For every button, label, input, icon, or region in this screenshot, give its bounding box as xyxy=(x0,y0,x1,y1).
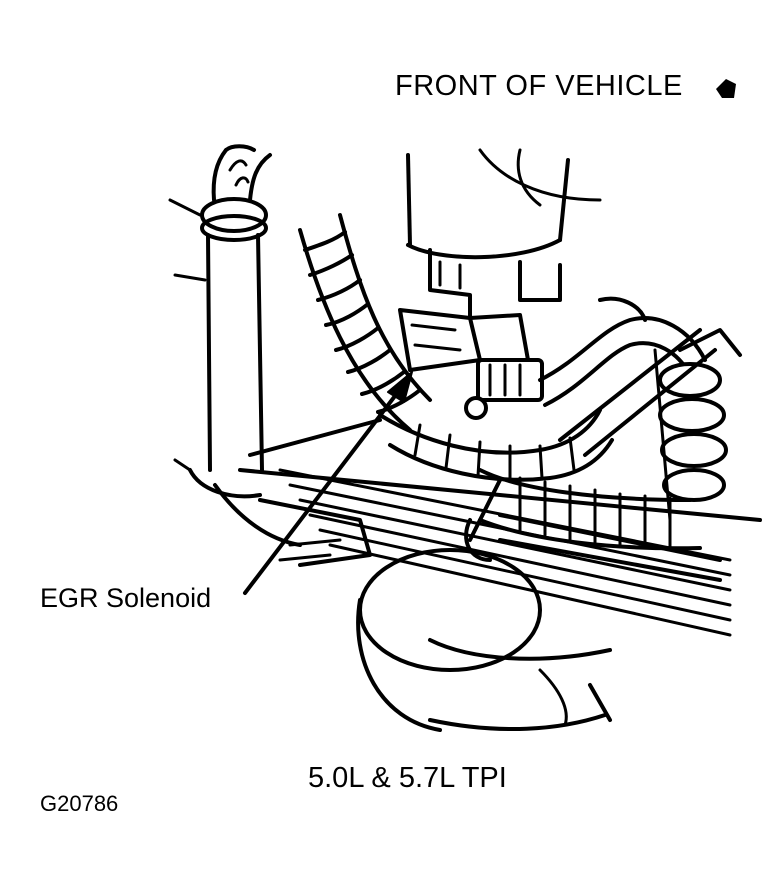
throttle-body xyxy=(356,548,612,732)
air-cleaner-housing xyxy=(406,148,602,322)
egr-solenoid-body xyxy=(398,308,544,420)
figure-id-label: G20786 xyxy=(40,791,119,816)
front-of-vehicle-label: FRONT OF VEHICLE xyxy=(395,70,683,102)
right-hose-stack xyxy=(653,348,728,522)
vacuum-hose-right xyxy=(538,296,742,407)
front-direction-marker-icon xyxy=(716,79,736,98)
engine-designation-caption: 5.0L & 5.7L TPI xyxy=(308,762,507,794)
egr-solenoid-leader-arrow xyxy=(243,371,413,595)
lower-left-components xyxy=(168,198,372,567)
dipstick-tube xyxy=(200,144,272,472)
egr-solenoid-label: EGR Solenoid xyxy=(40,583,212,613)
wiring-harness xyxy=(378,408,614,482)
air-intake-duct xyxy=(478,468,702,551)
